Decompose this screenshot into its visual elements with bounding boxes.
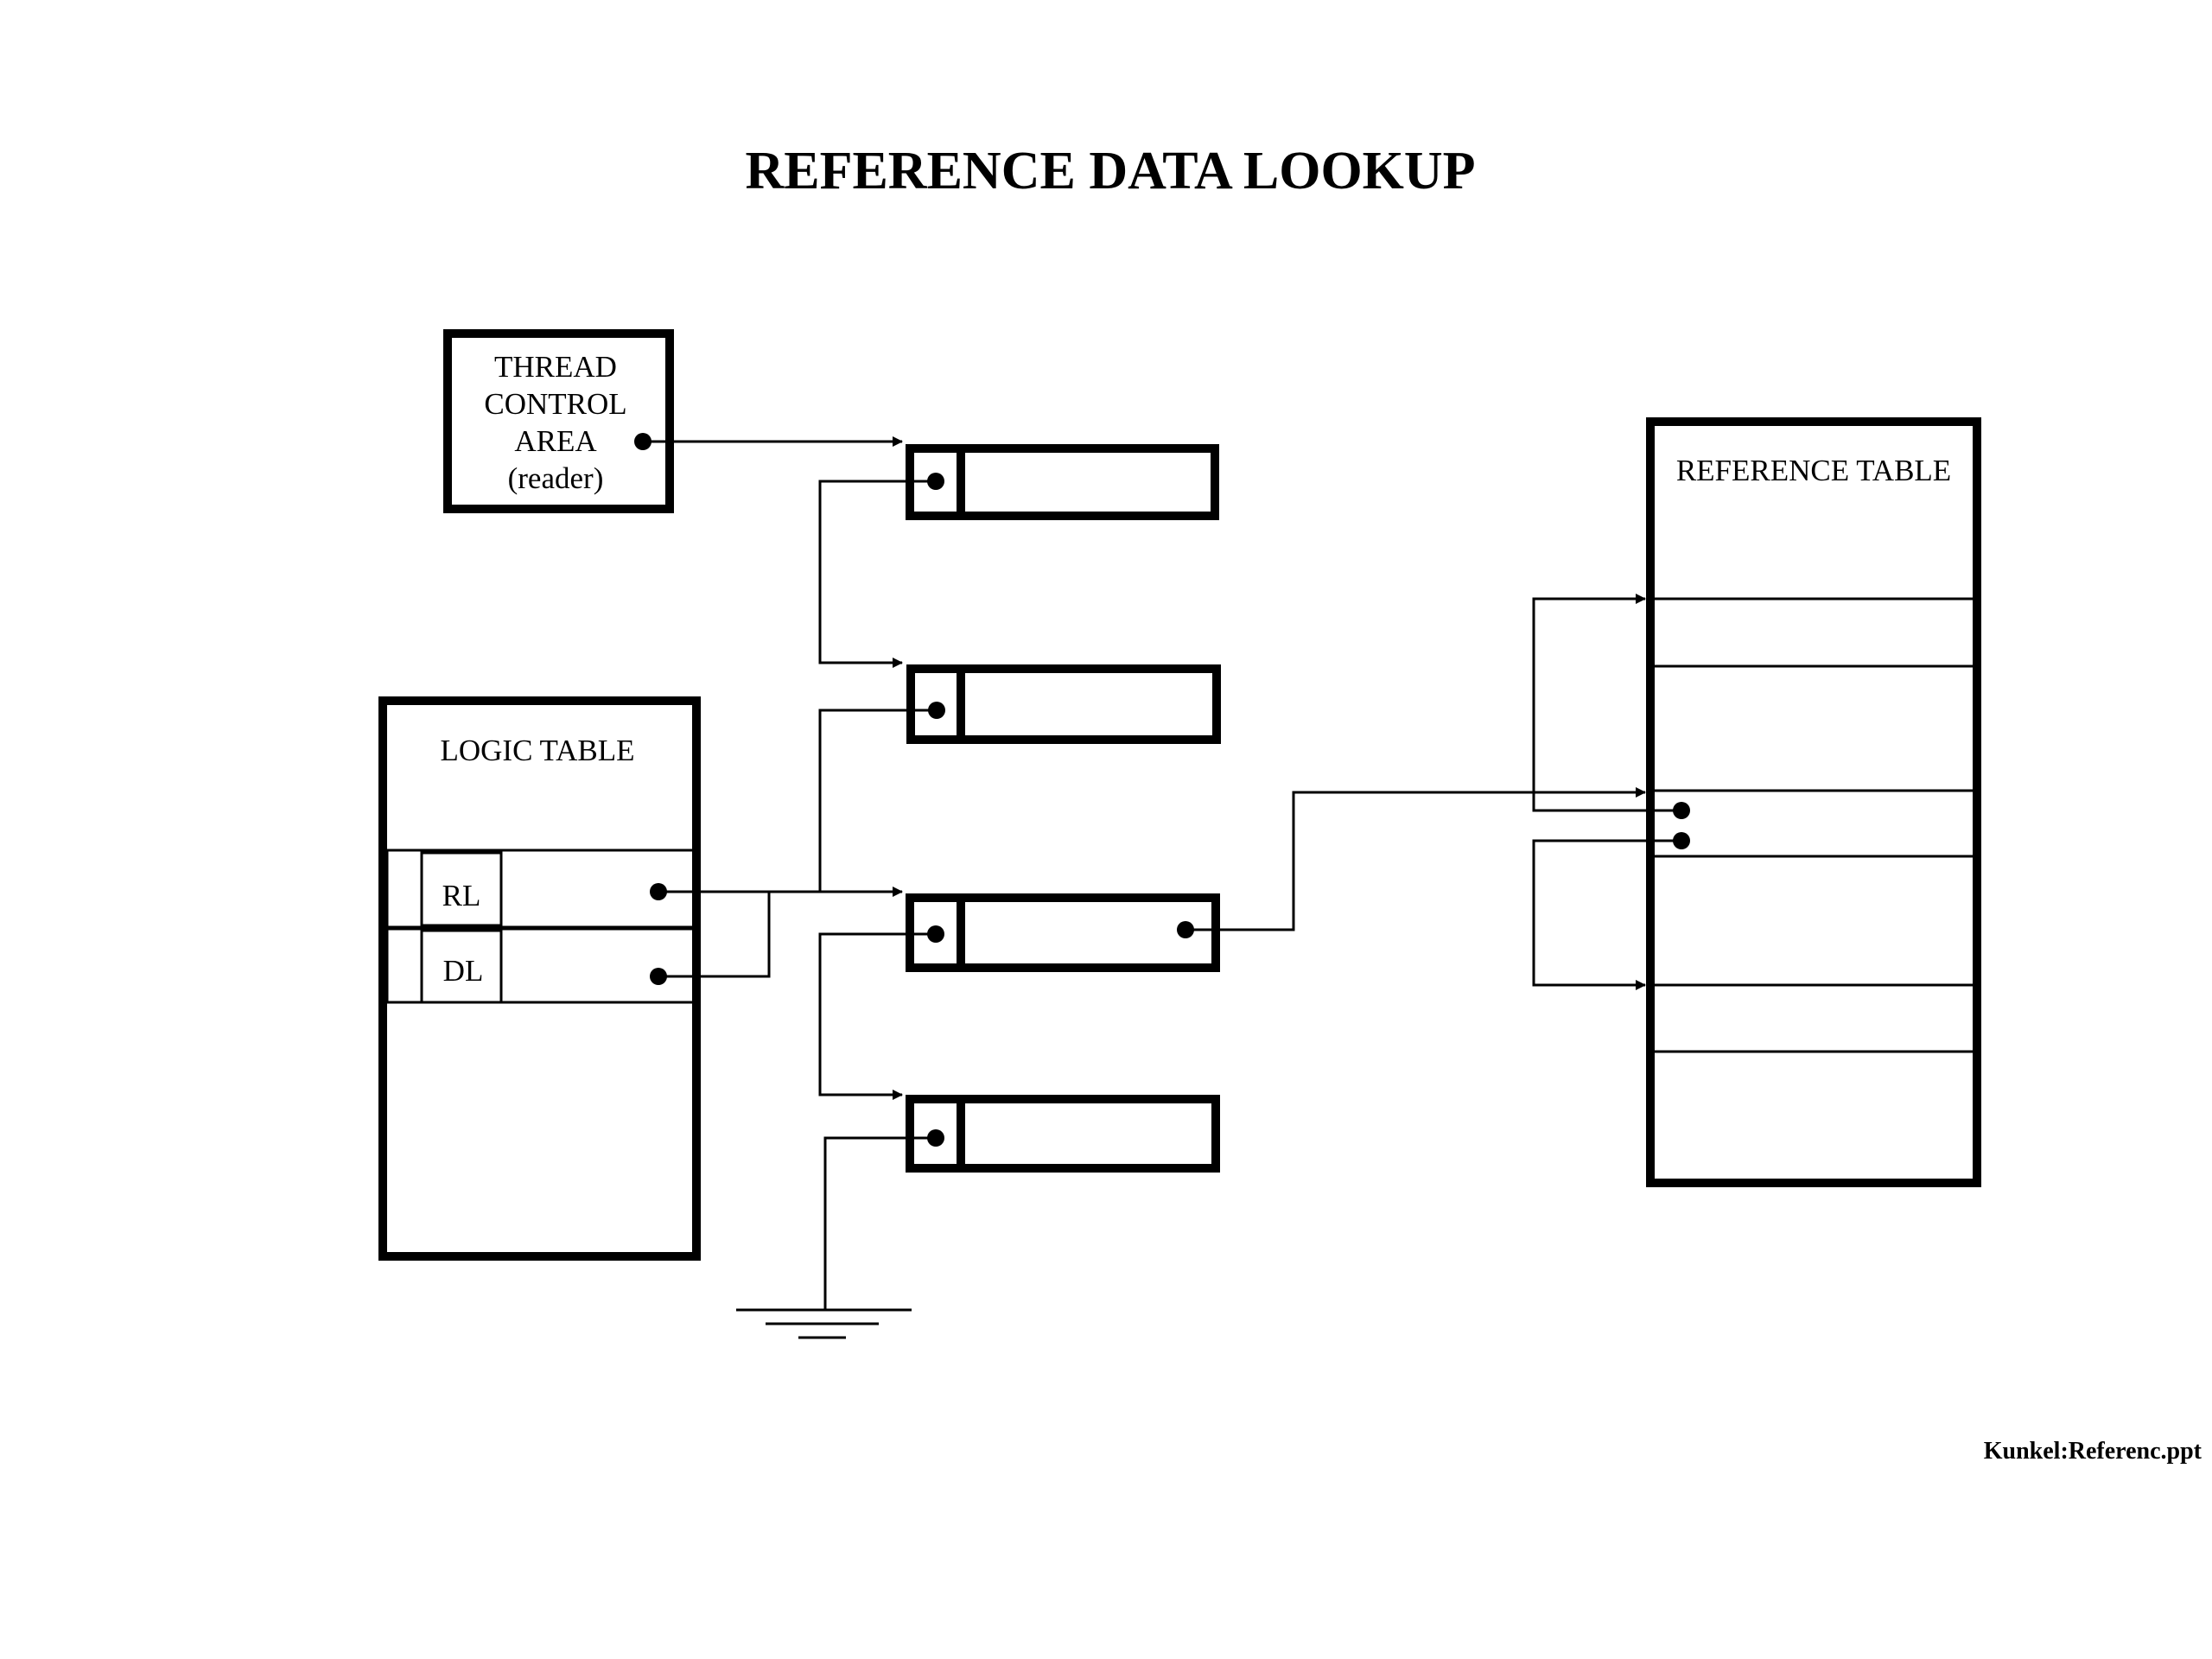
node-4-to-ground-line bbox=[823, 1136, 936, 1310]
node-3-to-reference-table-arrow bbox=[1185, 787, 1646, 931]
logic-table-rl-label: RL bbox=[442, 879, 481, 912]
dl-to-node-3-line bbox=[658, 892, 771, 978]
logic-table-dl-label: DL bbox=[443, 954, 484, 988]
footer-filename: Kunkel:Referenc.ppt bbox=[1984, 1438, 2202, 1465]
logic-table-dl-cell bbox=[420, 929, 503, 1004]
node-1-to-node-2-arrow bbox=[818, 480, 936, 668]
thread-control-area-line-1: THREAD bbox=[494, 350, 617, 384]
reference-entry-down-arrow bbox=[1532, 839, 1681, 990]
thread-control-area-box: THREAD CONTROL AREA (reader) bbox=[443, 329, 674, 513]
ground-symbol bbox=[736, 1308, 912, 1339]
thread-control-area-line-3: AREA bbox=[514, 424, 597, 458]
reference-table-label: REFERENCE TABLE bbox=[1676, 454, 1951, 487]
node-3-to-node-4-arrow bbox=[818, 932, 936, 1100]
reference-entry-up-arrow bbox=[1532, 594, 1681, 812]
list-node-3 bbox=[906, 893, 1220, 972]
thread-control-area-line-4: (reader) bbox=[508, 461, 604, 495]
logic-table-label: LOGIC TABLE bbox=[440, 734, 634, 767]
list-node-4 bbox=[906, 1095, 1220, 1173]
node-2-to-node-3-line bbox=[818, 709, 937, 892]
page-title: REFERENCE DATA LOOKUP bbox=[745, 142, 1475, 200]
thread-control-area-line-2: CONTROL bbox=[484, 387, 626, 421]
list-node-2 bbox=[906, 664, 1221, 744]
reference-table-box: REFERENCE TABLE bbox=[1646, 417, 1981, 1187]
logic-table-rl-cell bbox=[420, 851, 503, 927]
list-node-1 bbox=[906, 444, 1219, 520]
logic-table-box: LOGIC TABLE RL DL bbox=[378, 696, 701, 1261]
